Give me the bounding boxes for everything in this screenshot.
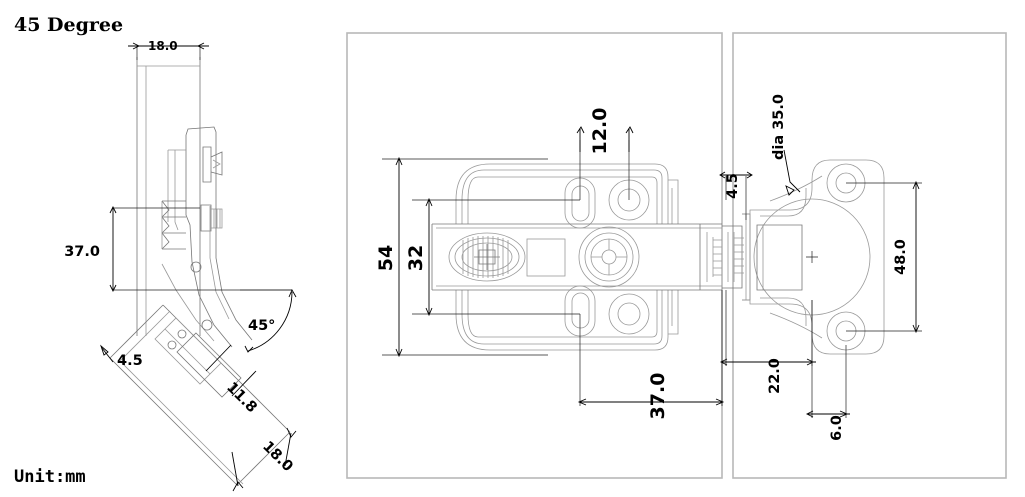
panel-cup-border (732, 32, 1007, 479)
dim-cup-depth-offset: 22.0 (719, 290, 816, 394)
plate-center-arm (431, 223, 722, 291)
dim-screw-hole-spacing: 48.0 (846, 180, 922, 334)
dim-label-reveal: 11.8 (223, 380, 260, 417)
cup-view-group: 4.5 dia 35.0 48.0 22.0 (719, 94, 922, 441)
page-title: 45 Degree (14, 14, 123, 36)
cup-linkage (722, 213, 751, 301)
side-view-group: 18.0 37.0 37.0 45° 4.5 (64, 39, 297, 492)
cup-center-mark (806, 251, 818, 263)
plate-wing-upper (455, 163, 679, 229)
dim-label-cup-diameter: dia 35.0 (771, 94, 787, 160)
dim-plate-hole-spacing: 32 (405, 197, 580, 317)
dim-door-angle: 45° (240, 288, 297, 353)
dim-plate-overall-height: 54 (375, 156, 548, 358)
plate-wing-lower (455, 285, 679, 351)
dim-label-cabinet-thickness: 18.0 (148, 39, 178, 53)
dim-overlay-height: 37.0 (64, 205, 292, 293)
dim-cabinet-thickness: 18.0 (128, 39, 209, 60)
dim-cup-plate-thickness: 4.5 (719, 171, 753, 220)
dim-label-overlay-height: 37.0 (64, 244, 100, 260)
dim-label-door-angle: 45° (248, 318, 275, 334)
plate-view-group: 54 32 12.0 37.0 (375, 108, 725, 420)
dim-screw-edge-offset: 6.0 (805, 300, 850, 441)
cabinet-side-board (136, 57, 201, 336)
dim-label-plate-hole-spacing: 32 (405, 245, 427, 271)
door-board-45deg (109, 304, 291, 486)
panel-plate-border (346, 32, 723, 479)
dim-label-hole-offset: 12.0 (589, 108, 611, 155)
dim-label-cup-plate-thickness: 4.5 (725, 173, 741, 199)
cup-screw-holes (826, 163, 866, 351)
dim-label-screw-edge-offset: 6.0 (829, 415, 845, 441)
dim-hole-offset: 12.0 (576, 108, 634, 200)
dim-label-arm-length: 37.0 (647, 373, 669, 420)
dim-arm-length: 37.0 (577, 290, 725, 420)
dim-label-screw-hole-spacing: 48.0 (893, 239, 909, 275)
dim-door-thickness: 18.0 (231, 427, 297, 492)
panel-frames (346, 32, 1007, 479)
dim-label-cup-depth-offset: 22.0 (767, 358, 783, 394)
dim-label-plate-overall-height: 54 (375, 245, 397, 271)
unit-note: Unit:mm (14, 467, 86, 487)
dim-door-edge: 4.5 (100, 344, 143, 369)
dim-cup-diameter: dia 35.0 (771, 94, 801, 196)
hinge-body-profile (161, 126, 253, 348)
dim-label-door-edge: 4.5 (117, 353, 143, 369)
